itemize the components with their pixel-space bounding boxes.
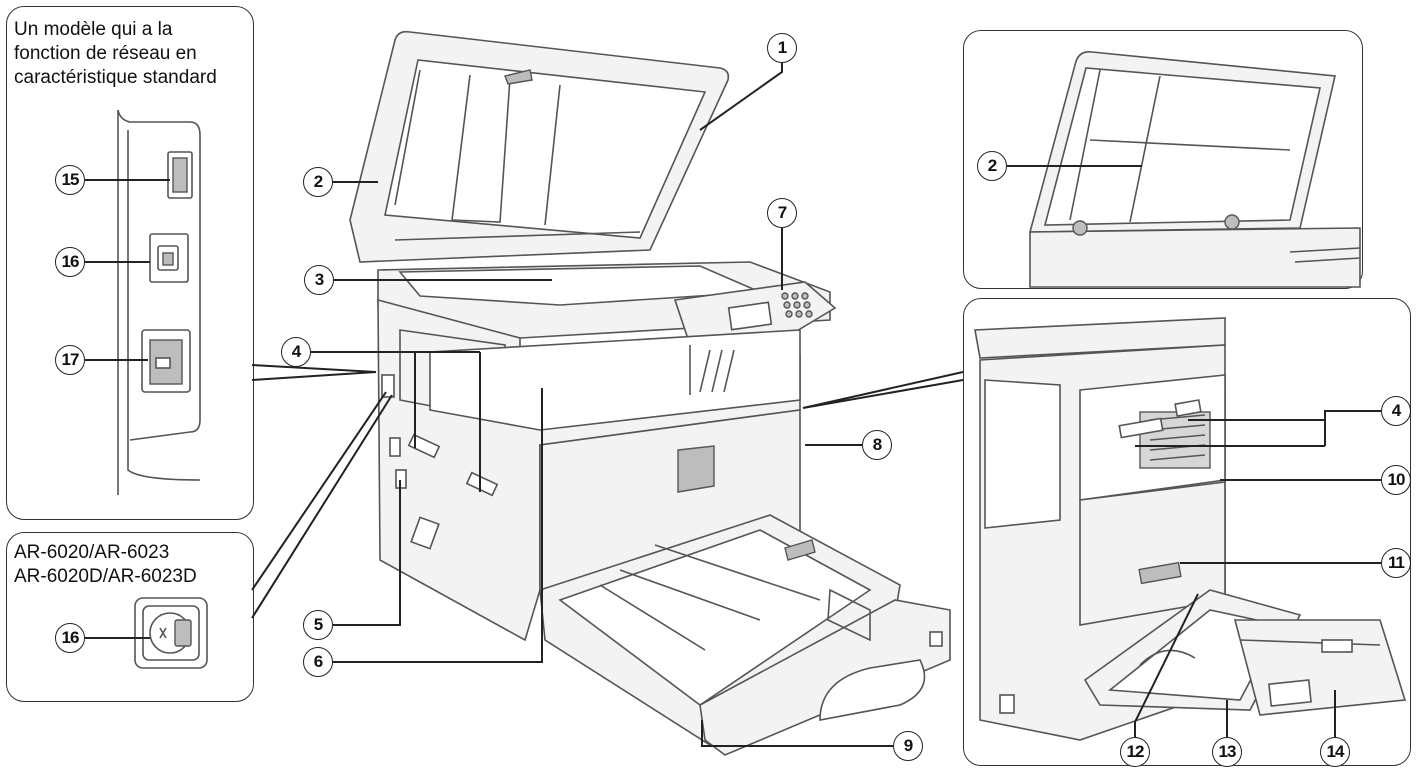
callout-15: 15 xyxy=(55,165,85,195)
callout-16-usb: 16 xyxy=(55,623,85,653)
network-ports-drawing xyxy=(117,109,201,495)
callout-14: 14 xyxy=(1320,737,1350,767)
callout-1: 1 xyxy=(767,33,797,63)
network-model-note: Un modèle qui a la fonction de réseau en… xyxy=(14,18,217,90)
network-note-line-3: caractéristique standard xyxy=(14,67,217,88)
usb-models-note: AR-6020/AR-6023 AR-6020D/AR-6023D xyxy=(14,541,197,589)
usb-note-line-1: AR-6020/AR-6023 xyxy=(14,542,170,563)
callout-5: 5 xyxy=(303,610,333,640)
callout-6: 6 xyxy=(303,647,333,677)
callout-10: 10 xyxy=(1381,465,1411,495)
network-interface-panel xyxy=(6,6,254,520)
copier-main-drawing xyxy=(349,30,951,756)
usb-port-drawing xyxy=(134,597,208,669)
callout-7: 7 xyxy=(767,198,797,228)
network-note-line-2: fonction de réseau en xyxy=(14,43,197,64)
callout-4-inset: 4 xyxy=(1381,396,1411,426)
callout-11: 11 xyxy=(1381,548,1411,578)
callout-17: 17 xyxy=(55,345,85,375)
callout-4: 4 xyxy=(281,337,311,367)
network-note-line-1: Un modèle qui a la xyxy=(14,19,173,40)
side-view-inset-drawing xyxy=(974,317,1407,741)
callout-12: 12 xyxy=(1120,737,1150,767)
callout-8: 8 xyxy=(862,430,892,460)
document-cover-inset-drawing xyxy=(1028,50,1361,288)
document-cover-inset-panel xyxy=(963,30,1363,289)
callout-16-network: 16 xyxy=(55,247,85,277)
callout-9: 9 xyxy=(893,731,923,761)
callout-2-inset: 2 xyxy=(977,151,1007,181)
usb-note-line-2: AR-6020D/AR-6023D xyxy=(14,566,197,587)
callout-2: 2 xyxy=(303,167,333,197)
callout-13: 13 xyxy=(1212,737,1242,767)
leader-lines xyxy=(85,63,1381,747)
side-view-inset-panel xyxy=(963,298,1411,766)
callout-3: 3 xyxy=(304,265,334,295)
